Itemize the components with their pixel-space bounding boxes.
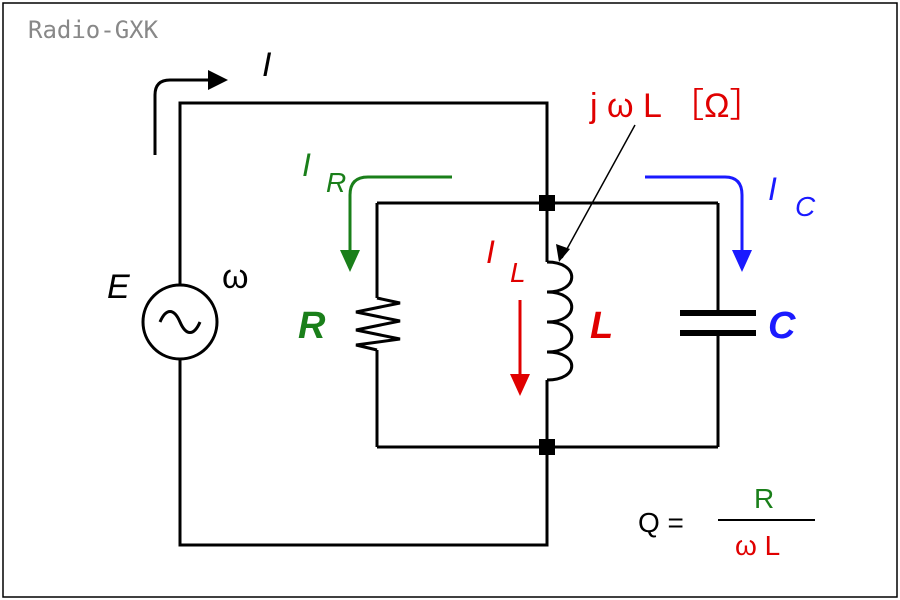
formula-lhs: Q = (638, 507, 684, 538)
current-c-arrow (645, 175, 744, 255)
sine-wave-icon (158, 310, 202, 334)
outer-wire (178, 101, 549, 547)
source-voltage-label: E (107, 268, 130, 306)
junction-bottom (539, 439, 555, 455)
omega-label: ω (222, 258, 249, 296)
total-current-arrowhead (208, 70, 228, 90)
total-current-label: I (262, 46, 272, 84)
capacitor-label: C (768, 305, 796, 347)
current-r-arrowhead (340, 250, 360, 272)
formula-denominator: ω L (735, 530, 780, 561)
current-r-label: I (302, 147, 311, 183)
current-c-label: I (768, 171, 777, 207)
total-current-arrow (153, 78, 215, 155)
current-c-arrowhead (732, 250, 752, 272)
current-l-label: I (486, 234, 495, 270)
watermark-text: Radio-GXK (28, 16, 159, 44)
formula-numerator: R (754, 483, 774, 514)
current-c-subscript: C (795, 191, 816, 222)
current-l-subscript: L (510, 257, 526, 288)
impedance-label: j ω L ［Ω］ (589, 87, 764, 125)
impedance-pointer (561, 124, 636, 259)
resistor-label: R (298, 305, 326, 347)
impedance-pointer-head (556, 244, 570, 262)
junction-top (539, 195, 555, 211)
inductor-label: L (590, 305, 613, 347)
current-r-arrow (348, 175, 452, 255)
current-l-arrowhead (510, 374, 530, 396)
current-r-subscript: R (326, 167, 346, 198)
inductor-icon (546, 260, 574, 382)
resistor-icon (355, 296, 401, 352)
parallel-wire (375, 201, 720, 449)
